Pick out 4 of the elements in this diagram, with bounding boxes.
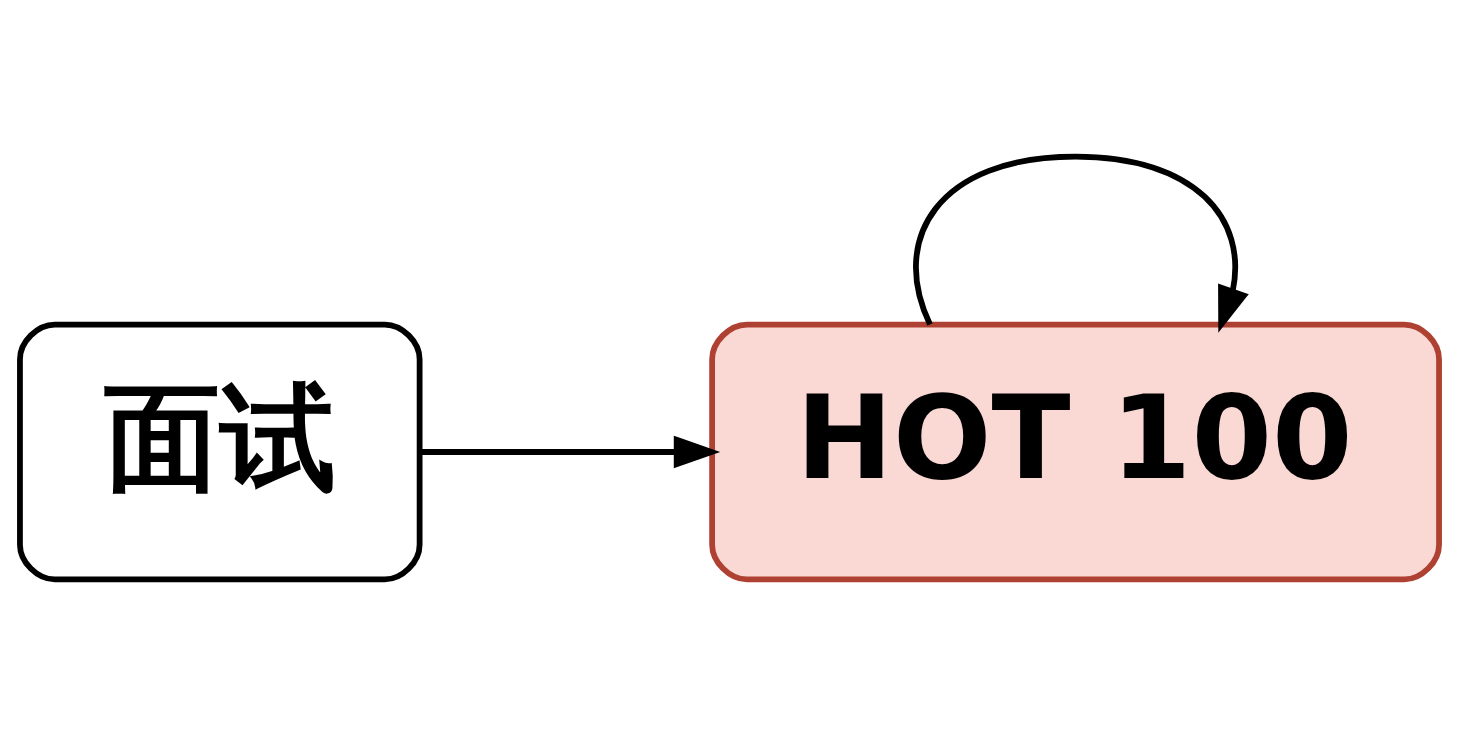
arrow	[913, 153, 1249, 333]
arrow	[419, 435, 721, 469]
node-box: 面试	[17, 321, 423, 583]
node-box: HOT 100	[709, 321, 1442, 583]
